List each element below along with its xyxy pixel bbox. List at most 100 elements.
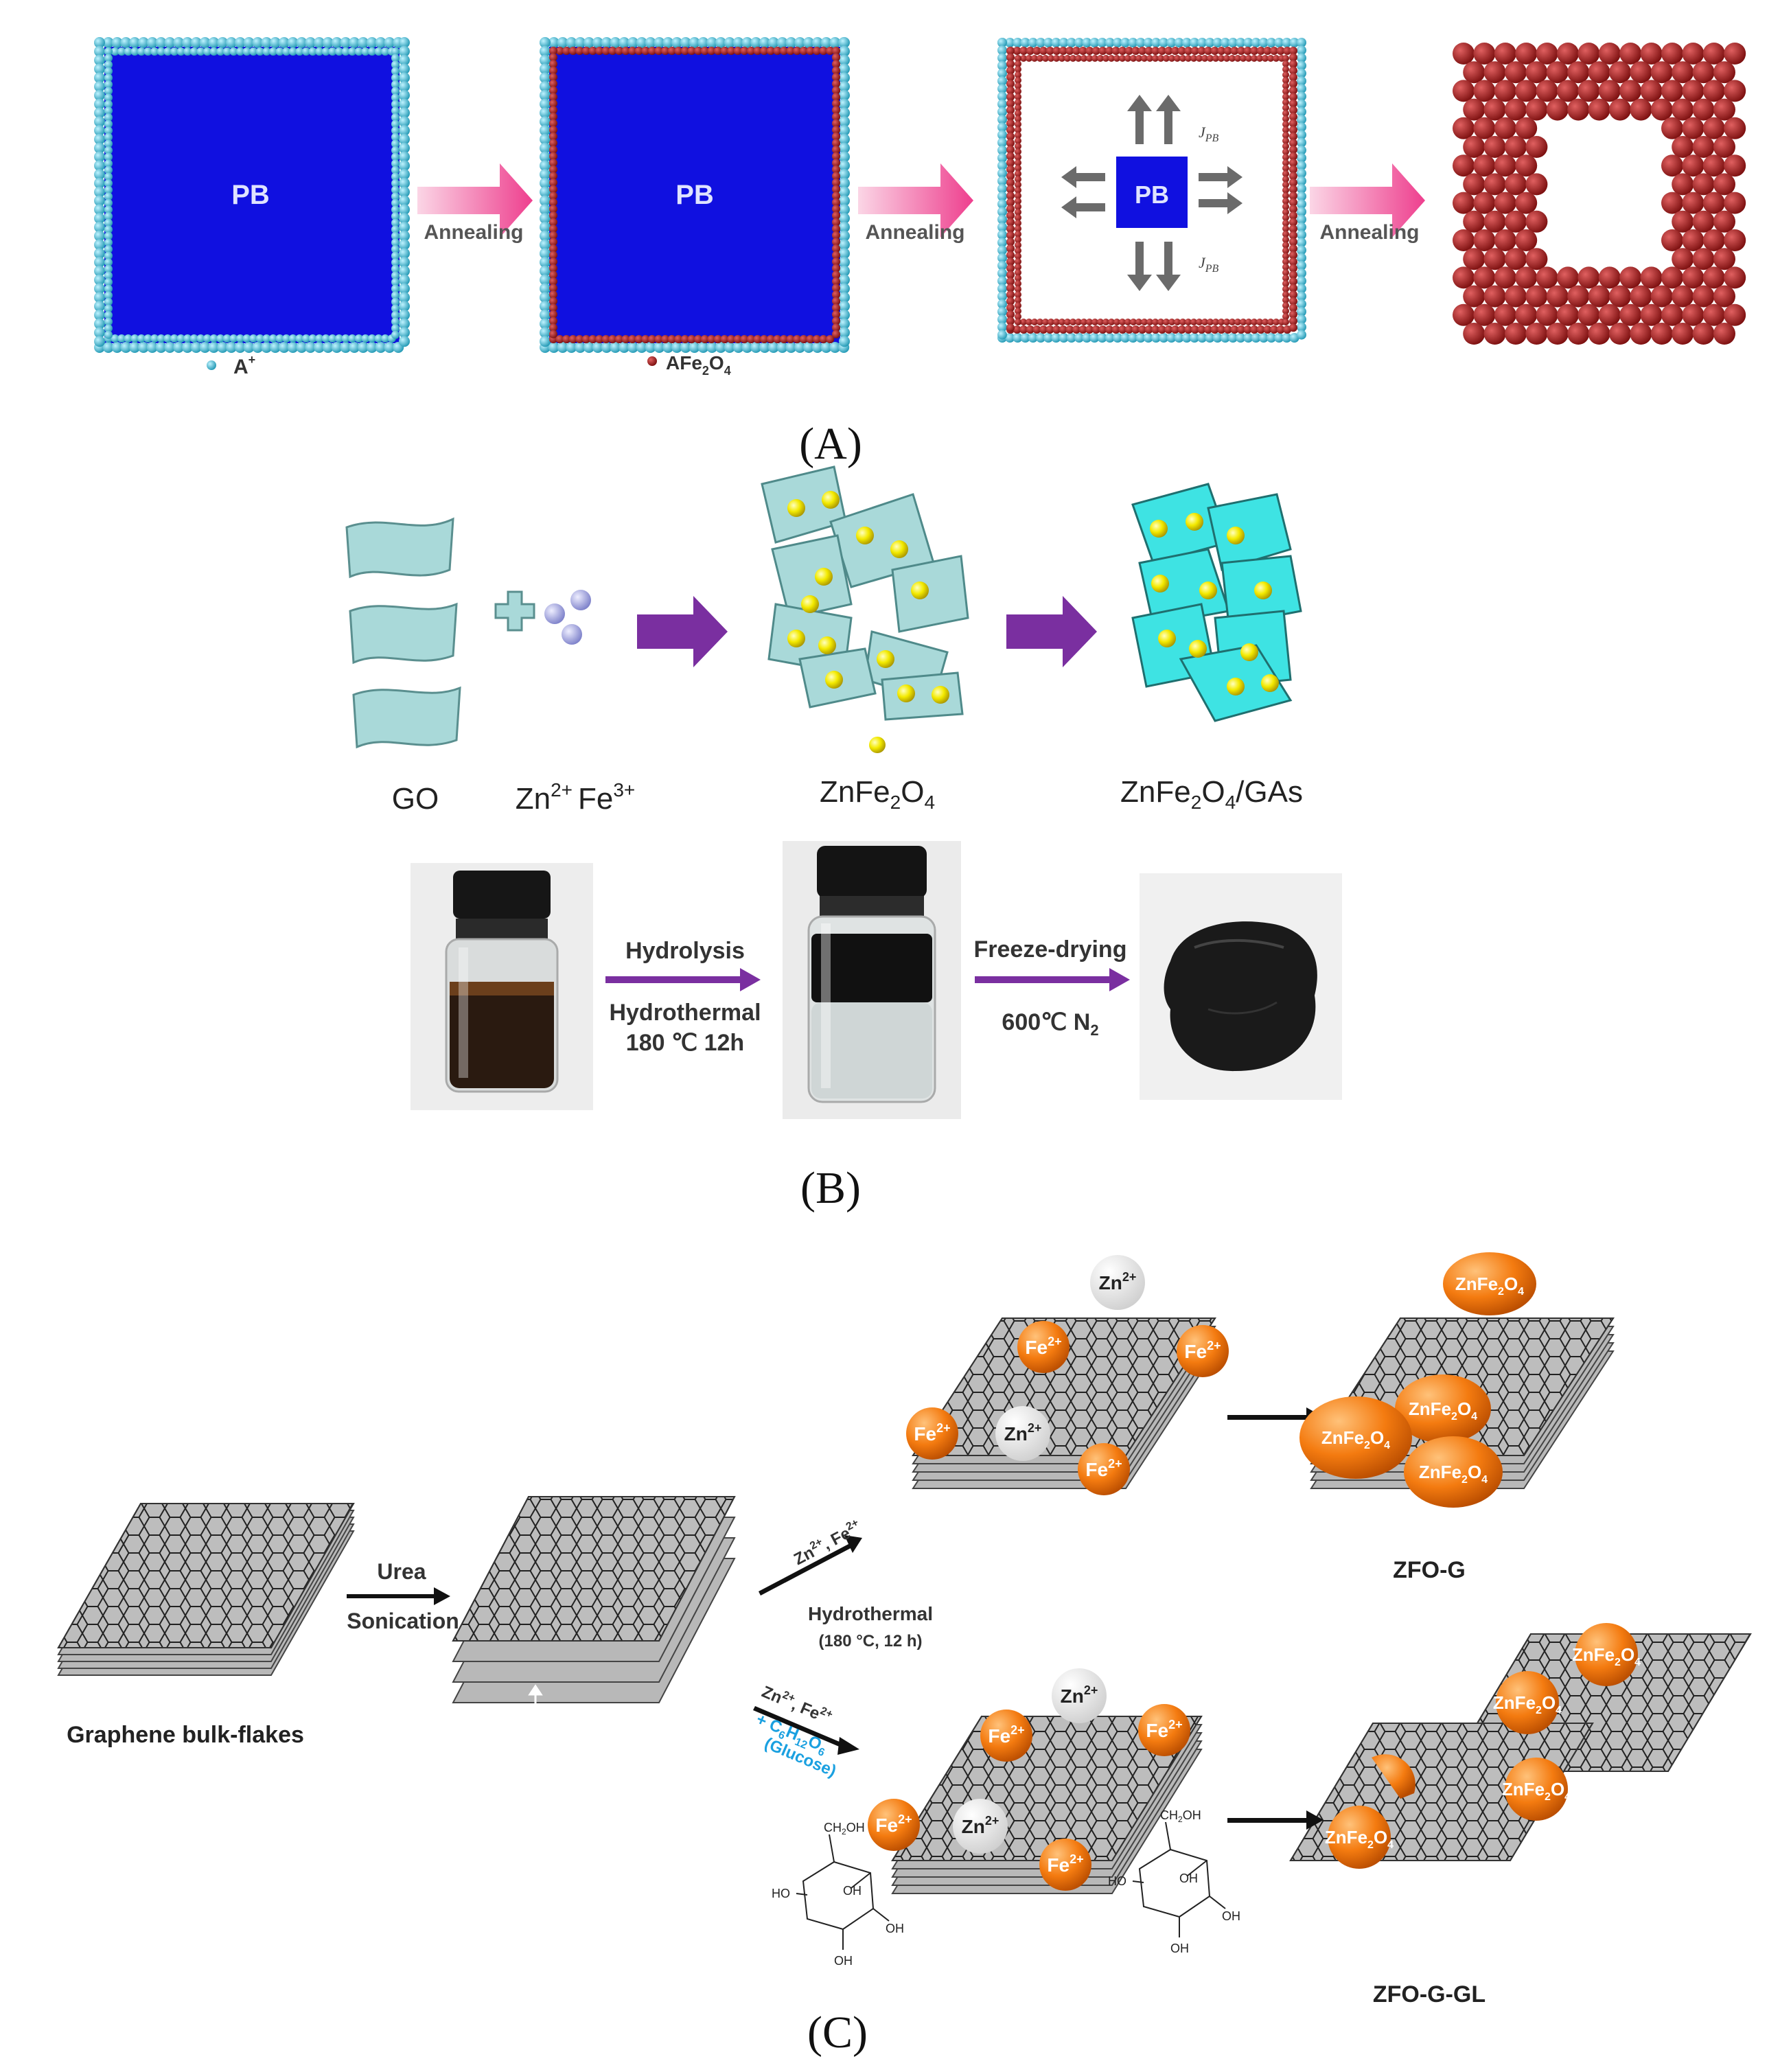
glucose-left-ho: HO <box>772 1887 790 1900</box>
arrow-bottom-to-zfo-g-gl <box>1227 1810 1324 1830</box>
slim-arrow-2 <box>975 968 1130 991</box>
stage3-core <box>1116 157 1188 228</box>
annealing-label-3: Annealing <box>1319 221 1419 244</box>
condition-2-label: 600℃ N2 <box>1002 1009 1098 1039</box>
zfo-g-precursor-stack <box>912 1317 1216 1489</box>
ions-label: Zn2+Fe3+ <box>516 779 636 816</box>
hydrothermal-label: Hydrothermal <box>609 1000 761 1026</box>
svg-text:Zn2+: Zn2+ <box>1061 1683 1098 1707</box>
vial-photo-1 <box>411 863 593 1110</box>
freeze-drying-label: Freeze-drying <box>974 936 1127 963</box>
stage1-a-plus-shell-inner <box>104 47 400 343</box>
fe-ion: Fe2+ <box>1177 1325 1229 1377</box>
glucose-left-ch2oh: CH2OH <box>824 1821 865 1837</box>
exfoliated-graphene-stack <box>452 1496 736 1703</box>
glucose-structure-left <box>796 1834 890 1950</box>
zn-ion: Zn2+ <box>1090 1255 1145 1310</box>
stage1-core <box>104 47 400 343</box>
panel-a: PB PB PB JPB JPB Annealing Annealing Ann… <box>94 37 1746 378</box>
panel-a-annealing-arrows <box>417 163 1425 238</box>
svg-text:ZnFe2O4: ZnFe2O4 <box>1409 1398 1477 1423</box>
annealing-arrow-1 <box>417 163 533 238</box>
ion-and-particle-layer: Zn2+Fe2+Fe2+Fe2+Zn2+Fe2+ZnFe2O4ZnFe2O4Zn… <box>868 1252 1641 1891</box>
fe-ion: Fe2+ <box>1017 1321 1070 1373</box>
svg-text:ZnFe2O4: ZnFe2O4 <box>1572 1644 1641 1668</box>
urea-sonication-arrow <box>347 1587 450 1605</box>
fe-ion: Fe2+ <box>1039 1839 1091 1891</box>
znfe2o4-particle: ZnFe2O4 <box>1395 1374 1491 1443</box>
znfe2o4-nanoparticles <box>787 491 949 704</box>
znfe2o4-particle: ZnFe2O4 <box>1443 1252 1536 1315</box>
flux-label-top: JPB <box>1199 124 1219 144</box>
plus-icon <box>494 590 535 632</box>
glucose-left-oh-2: OH <box>886 1922 904 1935</box>
metal-ion-sphere <box>562 624 582 645</box>
process-arrow-1 <box>637 596 728 667</box>
glucose-right-oh-3: OH <box>1179 1872 1198 1885</box>
fe-ion: Fe2+ <box>906 1407 958 1460</box>
interlayer-gap-arrow <box>528 1684 543 1731</box>
svg-text:Fe2+: Fe2+ <box>988 1723 1024 1747</box>
svg-text:Zn2+: Zn2+ <box>1099 1270 1137 1293</box>
znfe2o4-label: ZnFe2O4 <box>820 775 935 813</box>
condition-1-label: 180 ℃ 12h <box>626 1030 744 1056</box>
annealing-arrow-3 <box>1310 163 1425 238</box>
legend-afe2o4-label: AFe2O4 <box>666 352 731 378</box>
fe-ion: Fe2+ <box>1138 1704 1190 1756</box>
znfe2o4-gas-cluster <box>1131 483 1302 722</box>
flux-label-bottom: JPB <box>1199 254 1219 275</box>
zn-ion: Zn2+ <box>1052 1668 1107 1723</box>
sonication-label: Sonication <box>347 1609 459 1633</box>
glucose-right-ho: HO <box>1108 1874 1126 1888</box>
znfe2o4-particle: ZnFe2O4 <box>1502 1758 1571 1821</box>
svg-text:ZnFe2O4: ZnFe2O4 <box>1321 1427 1390 1451</box>
annealing-arrow-2 <box>858 163 973 238</box>
glucose-left-oh-1: OH <box>834 1954 853 1968</box>
stage2-core <box>549 47 840 343</box>
zn-ion: Zn2+ <box>953 1799 1008 1854</box>
znfe2o4-gas-label: ZnFe2O4/GAs <box>1120 775 1303 813</box>
svg-text:Fe2+: Fe2+ <box>1184 1339 1221 1362</box>
stage1-core-label: PB <box>231 180 270 210</box>
panel-b: GO Zn2+Fe3+ ZnFe2O4 ZnFe2O4/GAs <box>345 465 1342 1119</box>
stage2-a-plus-shell <box>540 37 850 353</box>
hydrothermal-conditions-label: (180 °C, 12 h) <box>819 1632 923 1650</box>
stage2-core-label: PB <box>675 180 714 210</box>
stage3-core-label: PB <box>1135 181 1169 209</box>
graphene-bulk-flakes-label: Graphene bulk-flakes <box>67 1722 304 1748</box>
stage4-hollow-afe2o4-shell <box>1453 43 1746 345</box>
fe-ion: Fe2+ <box>1078 1443 1130 1495</box>
znfe2o4-particle: ZnFe2O4 <box>1572 1623 1641 1686</box>
panel-a-caption: (A) <box>799 419 862 469</box>
panel-c-caption: (C) <box>807 2007 868 2058</box>
svg-text:Zn2+: Zn2+ <box>1004 1421 1042 1444</box>
hydrolysis-label: Hydrolysis <box>625 938 745 964</box>
flux-arrows <box>1061 95 1242 291</box>
zfo-g-label: ZFO-G <box>1393 1557 1466 1583</box>
fe-ion: Fe2+ <box>980 1710 1032 1762</box>
glucose-left-oh-3: OH <box>843 1884 862 1898</box>
arrow-to-zfo-g-gl-precursor <box>753 1706 859 1755</box>
slim-arrow-1 <box>605 968 761 991</box>
legend-a-plus-label: A+ <box>233 353 255 378</box>
arrow-to-zfo-g-precursor <box>759 1535 862 1596</box>
legend-afe2o4-marker <box>647 356 657 366</box>
legend-a-plus-marker <box>207 360 216 370</box>
stage3-afe2o4-shell <box>1006 47 1297 334</box>
svg-text:Fe2+: Fe2+ <box>1025 1335 1061 1358</box>
aerogel-photo <box>1140 873 1342 1100</box>
metal-ion-sphere <box>570 590 591 610</box>
svg-text:ZnFe2O4: ZnFe2O4 <box>1419 1462 1488 1486</box>
svg-text:Fe2+: Fe2+ <box>1085 1457 1122 1480</box>
glucose-right-ch2oh: CH2OH <box>1160 1808 1201 1824</box>
stage1-a-plus-shell <box>94 37 410 353</box>
svg-text:Fe2+: Fe2+ <box>914 1421 950 1444</box>
graphene-bulk-stack <box>57 1503 355 1676</box>
zn-ion: Zn2+ <box>995 1406 1050 1461</box>
panel-b-caption: (B) <box>800 1163 861 1213</box>
metal-ion-sphere <box>544 603 565 624</box>
znfe2o4-particle: ZnFe2O4 <box>1404 1436 1503 1508</box>
svg-text:ZnFe2O4: ZnFe2O4 <box>1325 1827 1394 1851</box>
hydrothermal-c-label: Hydrothermal <box>808 1603 933 1624</box>
